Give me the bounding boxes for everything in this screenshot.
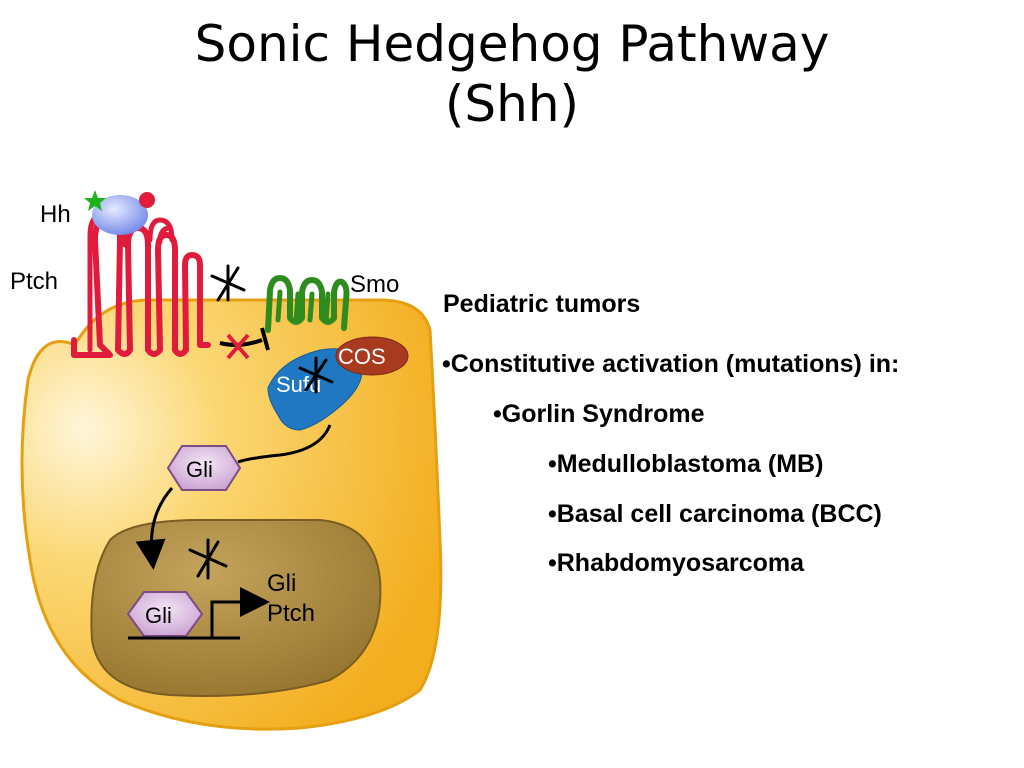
mutation-star-icon: [210, 264, 246, 302]
gli-nucleus: [126, 591, 204, 637]
sufu-to-gli-line: [237, 424, 332, 464]
mutation-star-icon: [298, 356, 334, 394]
hh-cholesterol-dot: [139, 192, 155, 208]
mutation-star-icon: [188, 538, 228, 580]
gli-nucleus-label: Gli: [145, 603, 172, 628]
bullet-item: •Medulloblastoma (MB): [548, 450, 824, 478]
section-heading: Pediatric tumors: [443, 290, 641, 318]
title-line-1: Sonic Hedgehog Pathway: [194, 15, 830, 73]
bullet-item: •Rhabdomyosarcoma: [548, 549, 805, 577]
gli-cytoplasm: [166, 445, 242, 491]
hh-star-icon: [84, 190, 106, 211]
hh-ligand: [92, 195, 148, 235]
bullet-item: •Constitutive activation (mutations) in:: [442, 350, 900, 378]
bullet-item: •Basal cell carcinoma (BCC): [548, 500, 882, 528]
target-gene-ptch: Ptch: [267, 600, 315, 627]
transcription-arrow: [210, 587, 270, 638]
gli-translocation-arrow: [135, 487, 174, 570]
cos-label: COS: [338, 344, 386, 369]
smo-label: Smo: [350, 271, 399, 298]
slide-title: Sonic Hedgehog Pathway (Shh): [0, 14, 1024, 134]
gli-cytoplasm-label: Gli: [186, 457, 213, 482]
target-gene-gli: Gli: [267, 570, 296, 597]
hh-label: Hh: [40, 201, 71, 228]
bullet-item: •Gorlin Syndrome: [493, 400, 705, 428]
ptch-label: Ptch: [10, 268, 58, 295]
inhibition-icon: [219, 327, 270, 360]
cos: [335, 336, 409, 376]
title-line-2: (Shh): [444, 75, 580, 133]
smo-receptor: [265, 275, 350, 333]
smo-receptor-inner: [275, 289, 331, 325]
